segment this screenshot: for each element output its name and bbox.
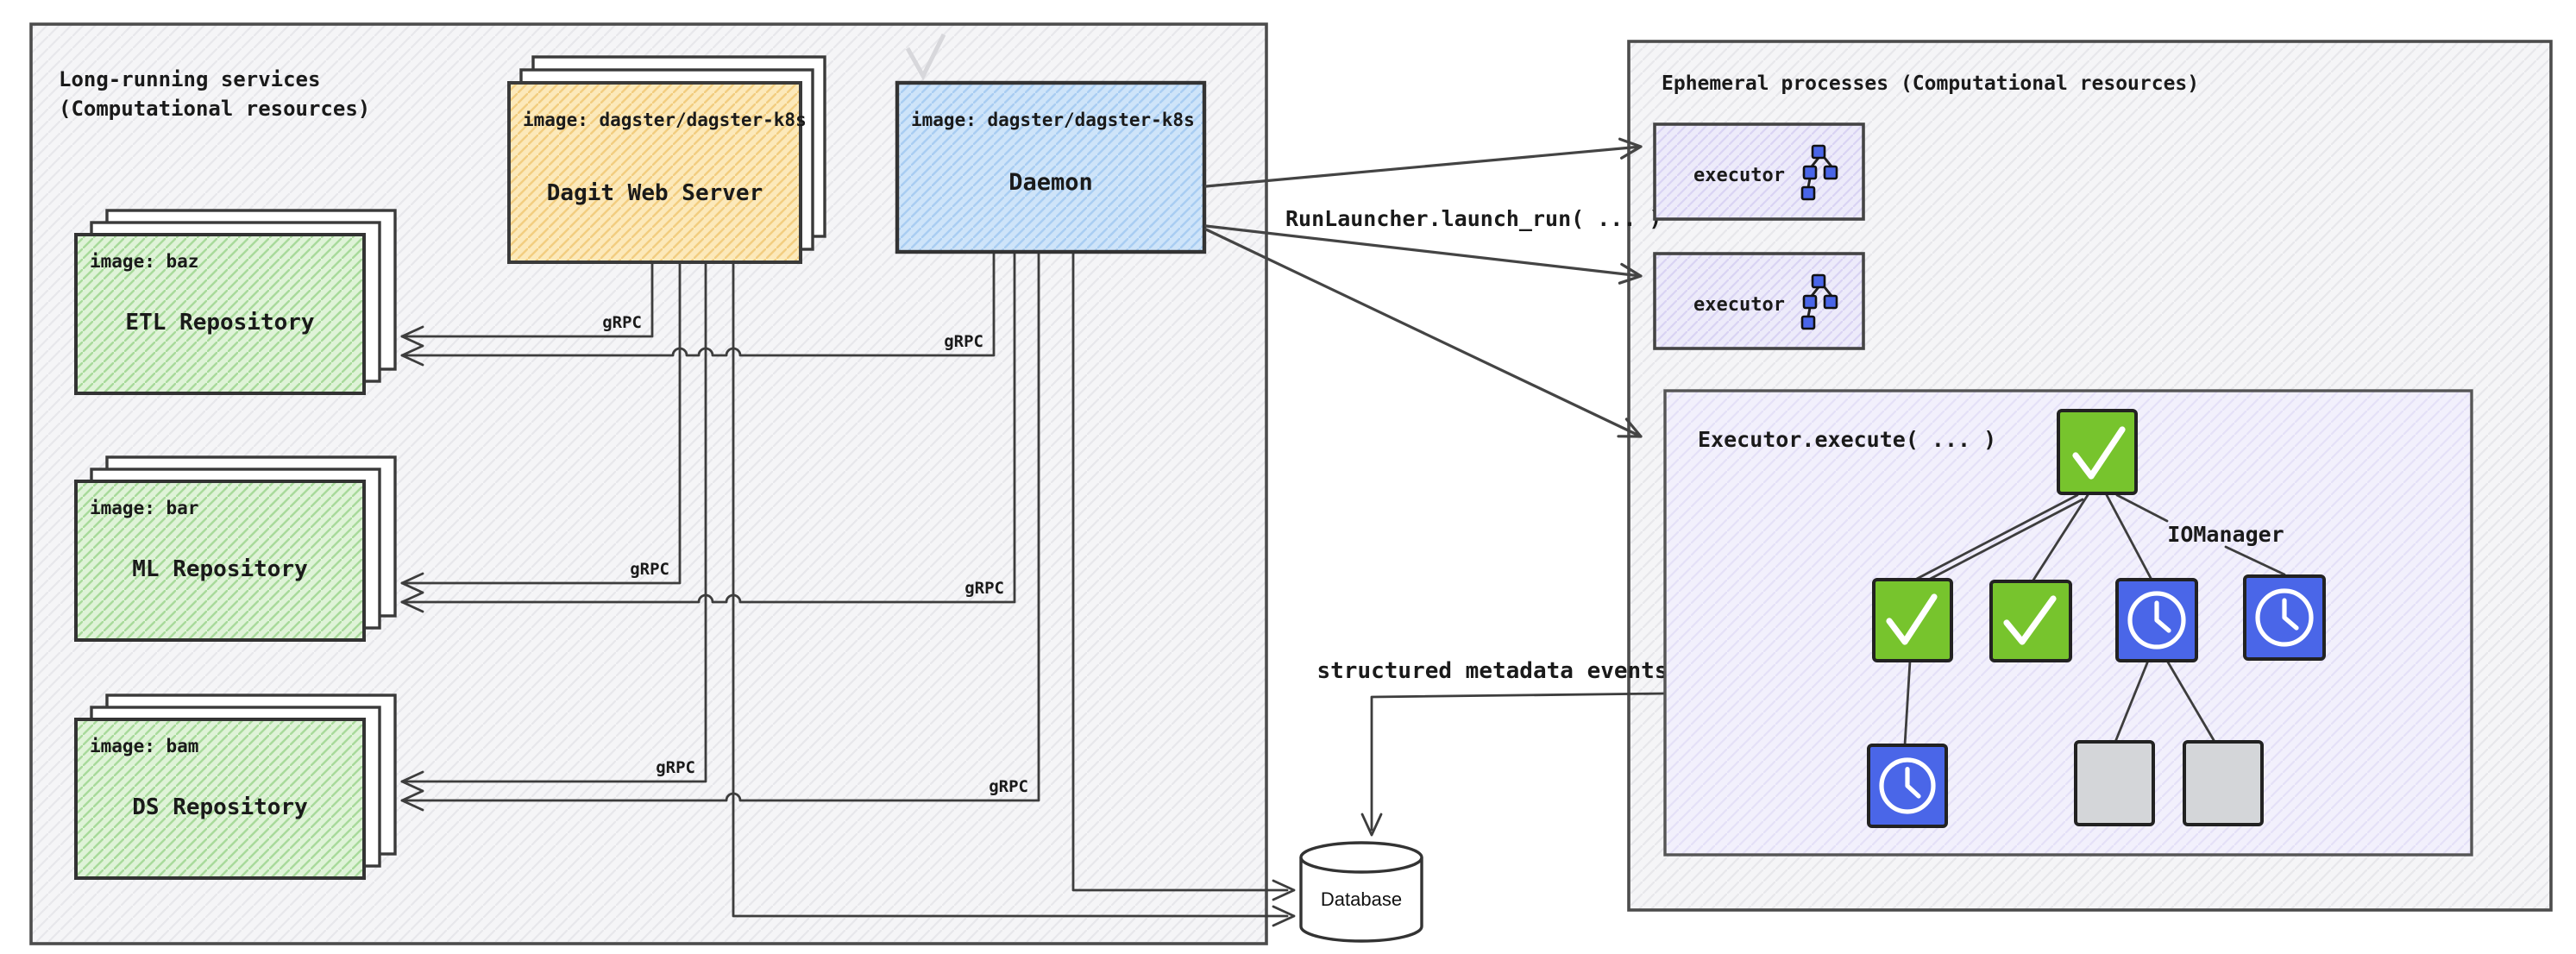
op-node-waiting — [2243, 574, 2326, 661]
ds-name-label: DS Repository — [132, 794, 308, 820]
executor-label: executor — [1693, 294, 1785, 316]
grpc-label: gRPC — [944, 332, 983, 351]
iomanager-label: IOManager — [2167, 522, 2284, 547]
ml-arrowheads — [400, 572, 424, 613]
database-top — [1299, 841, 1423, 874]
execute-label: Executor.execute( ... ) — [1698, 427, 1996, 452]
dagit-image-label: image: dagster/dagster-k8s — [523, 110, 807, 130]
right-panel-title: Ephemeral processes (Computational resou… — [1662, 72, 2199, 95]
executor-box-1: executor — [1653, 122, 1865, 221]
daemon-ds-grpc-line — [400, 250, 1040, 802]
daemon-box — [895, 80, 1207, 254]
dagit-web-server-stack: image: dagster/dagster-k8s Dagit Web Ser… — [507, 55, 826, 264]
ds-repository-box — [74, 718, 366, 880]
execution-tree-nodes — [1867, 409, 2326, 828]
daemon-etl-grpc-line — [400, 250, 996, 357]
check-icon — [1886, 593, 1938, 645]
run-launcher-label: RunLauncher.launch_run( ... ) — [1285, 206, 1662, 231]
op-node-waiting — [2115, 578, 2198, 662]
dag-icon — [1800, 273, 1838, 330]
daemon-box-group: image: dagster/dagster-k8s Daemon — [895, 80, 1207, 254]
daemon-image-label: image: dagster/dagster-k8s — [911, 110, 1195, 130]
grpc-label: gRPC — [602, 313, 642, 332]
executor-execute-box: Executor.execute( ... ) IOManager — [1663, 389, 2473, 857]
op-node-success — [1872, 578, 1953, 662]
daemon-ml-grpc-line — [400, 250, 1016, 604]
etl-repository-box — [74, 233, 366, 395]
clock-icon — [1879, 757, 1936, 814]
grpc-connectors — [400, 250, 1296, 927]
left-panel-title-line1: Long-running services — [59, 67, 320, 91]
etl-arrowheads — [400, 325, 424, 367]
database-body — [1299, 857, 1423, 943]
ds-image-label: image: bam — [90, 736, 198, 756]
run-launcher-arrows — [1204, 137, 1643, 438]
grpc-label: gRPC — [630, 560, 669, 579]
grpc-labels: gRPC gRPC gRPC gRPC gRPC gRPC — [602, 313, 1028, 796]
op-node-success — [1989, 580, 2072, 662]
executor-box-2: executor — [1653, 252, 1865, 350]
clock-icon — [2127, 591, 2186, 650]
ml-name-label: ML Repository — [132, 556, 308, 582]
etl-name-label: ETL Repository — [125, 310, 314, 336]
dagit-name-label: Dagit Web Server — [547, 180, 763, 206]
op-node-not-started — [2074, 740, 2155, 826]
launch-run-arrow-1 — [1204, 137, 1643, 188]
faint-check-watermark — [905, 33, 946, 81]
database-arrowheads — [1272, 879, 1296, 927]
check-icon — [2072, 426, 2126, 480]
database-cylinder: Database — [1299, 841, 1423, 943]
dagit-ml-grpc-line — [400, 260, 682, 585]
execution-tree-edges — [1903, 493, 2286, 747]
dagit-web-server-box — [507, 81, 802, 264]
metadata-events-arrow — [1360, 692, 1667, 837]
launch-run-arrow-2 — [1204, 224, 1643, 285]
op-node-not-started — [2183, 740, 2264, 826]
op-node-success-root — [2057, 409, 2138, 495]
executor-label: executor — [1693, 165, 1785, 186]
dag-icon — [1800, 144, 1838, 201]
ml-repository-box — [74, 480, 366, 642]
check-icon — [2003, 595, 2057, 645]
ml-repository-stack: image: bar ML Repository — [74, 455, 397, 642]
op-node-waiting — [1867, 744, 1948, 828]
ds-arrowheads — [400, 770, 424, 812]
database-label: Database — [1321, 888, 1402, 910]
execute-arrow — [1204, 228, 1643, 438]
left-panel-title-line2: (Computational resources) — [59, 97, 370, 121]
dagit-ds-grpc-line — [400, 260, 707, 783]
daemon-name-label: Daemon — [1008, 169, 1093, 196]
grpc-label: gRPC — [989, 777, 1028, 796]
clock-icon — [2255, 588, 2314, 647]
ds-repository-stack: image: bam DS Repository — [74, 694, 397, 880]
etl-repository-stack: image: baz ETL Repository — [74, 209, 397, 395]
grpc-label: gRPC — [656, 758, 695, 777]
metadata-events-label: structured metadata events — [1317, 658, 1668, 684]
ml-image-label: image: bar — [90, 498, 198, 518]
daemon-database-line — [1071, 250, 1289, 892]
dagit-database-line — [732, 260, 1289, 918]
grpc-label: gRPC — [964, 579, 1004, 598]
dagit-etl-grpc-line — [400, 260, 654, 338]
etl-image-label: image: baz — [90, 251, 198, 272]
